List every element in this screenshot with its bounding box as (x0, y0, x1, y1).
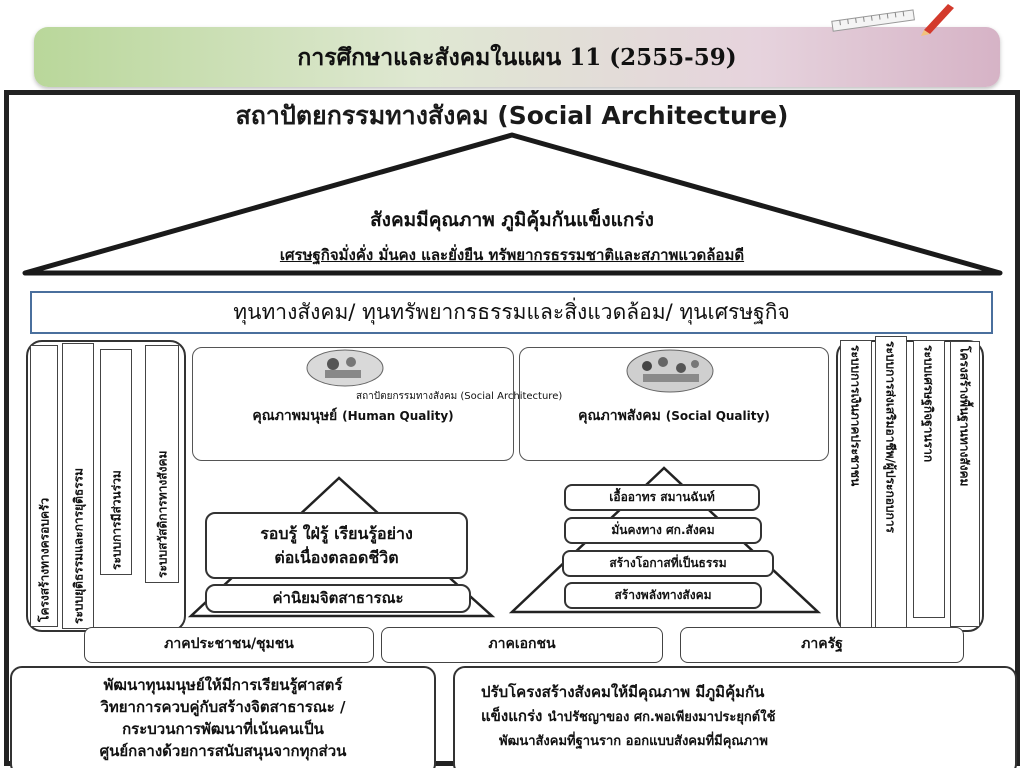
human-capital-box: พัฒนาทุนมนุษย์ให้มีการเรียนรู้ศาสตร์ วิท… (10, 666, 436, 768)
social-item-3: สร้างโอกาสที่เป็นธรรม (562, 550, 774, 577)
human-quality-label-en: (Human Quality) (342, 409, 454, 423)
social-structure-line-1: ปรับโครงสร้างสังคมให้มีคุณภาพ มีภูมิคุ้ม… (481, 683, 765, 701)
roof-line-1: สังคมมีคุณภาพ ภูมิคุ้มกันแข็งแกร่ง (370, 209, 654, 231)
architecture-caption: สถาปัตยกรรมทางสังคม (Social Architecture… (356, 391, 563, 402)
main-title: สถาปัตยกรรมทางสังคม (Social Architecture… (235, 101, 789, 130)
people-photo (306, 349, 384, 387)
sector-private: ภาคเอกชน (381, 627, 663, 663)
human-capital-line-2: วิทยาการควบคู่กับสร้างจิตสาธารณะ / (100, 698, 346, 716)
social-quality-label: คุณภาพสังคม (578, 408, 661, 424)
right-pillar-1: ระบบการเงินภาคประชาชน (840, 340, 872, 628)
sector-people: ภาคประชาชน/ชุมชน (84, 627, 374, 663)
lifelong-learning-line-2: ต่อเนื่องตลอดชีวิต (274, 548, 399, 567)
sector-government: ภาครัฐ (680, 627, 964, 663)
human-capital-line-1: พัฒนาทุนมนุษย์ให้มีการเรียนรู้ศาสตร์ (103, 676, 343, 694)
social-quality-label-en: (Social Quality) (665, 409, 770, 423)
right-pillar-4: โครงสร้างพื้นฐานทางสังคม (950, 341, 980, 627)
right-pillar-3: ระบบเศรษฐกิจฐานราก (913, 340, 945, 618)
human-capital-line-4: ศูนย์กลางด้วยการสนับสนุนจากทุกส่วน (99, 742, 347, 760)
social-item-4: สร้างพลังทางสังคม (564, 582, 762, 609)
social-structure-box: ปรับโครงสร้างสังคมให้มีคุณภาพ มีภูมิคุ้ม… (453, 666, 1017, 768)
lifelong-learning-box: รอบรู้ ใฝ่รู้ เรียนรู้อย่าง ต่อเนื่องตลอ… (205, 512, 468, 579)
social-item-2: มั่นคงทาง ศก.สังคม (564, 517, 762, 544)
crowd-photo (626, 349, 714, 393)
roof-line-2: เศรษฐกิจมั่งคั่ง มั่นคง และยั่งยืน ทรัพย… (279, 246, 745, 264)
pencil-ruler-icon (831, 4, 954, 36)
slide-title: การศึกษาและสังคมในแผน 11 (2555-59) (297, 44, 737, 71)
social-item-1: เอื้ออาทร สมานฉันท์ (564, 484, 760, 511)
social-structure-line-2b: นำปรัชญาของ ศก.พอเพียงมาประยุกต์ใช้ (547, 710, 776, 725)
human-capital-line-3: กระบวนการพัฒนาที่เน้นคนเป็น (122, 720, 324, 738)
capital-bar: ทุนทางสังคม/ ทุนทรัพยากรธรรมและสิ่งแวดล้… (30, 291, 993, 334)
roof-triangle (22, 132, 1003, 276)
right-pillar-2: ระบบการส่งเสริมอาชีพ/ผู้ประกอบการ (875, 336, 907, 638)
social-structure-line-2a: แข็งแกร่ง (481, 707, 543, 725)
human-quality-label: คุณภาพมนุษย์ (252, 408, 338, 424)
lifelong-learning-line-1: รอบรู้ ใฝ่รู้ เรียนรู้อย่าง (260, 524, 413, 543)
social-structure-line-3: พัฒนาสังคมที่ฐานราก ออกแบบสังคมที่มีคุณภ… (499, 734, 768, 749)
title-banner: การศึกษาและสังคมในแผน 11 (2555-59) (34, 27, 1000, 87)
public-mind-box: ค่านิยมจิตสาธารณะ (205, 584, 471, 613)
